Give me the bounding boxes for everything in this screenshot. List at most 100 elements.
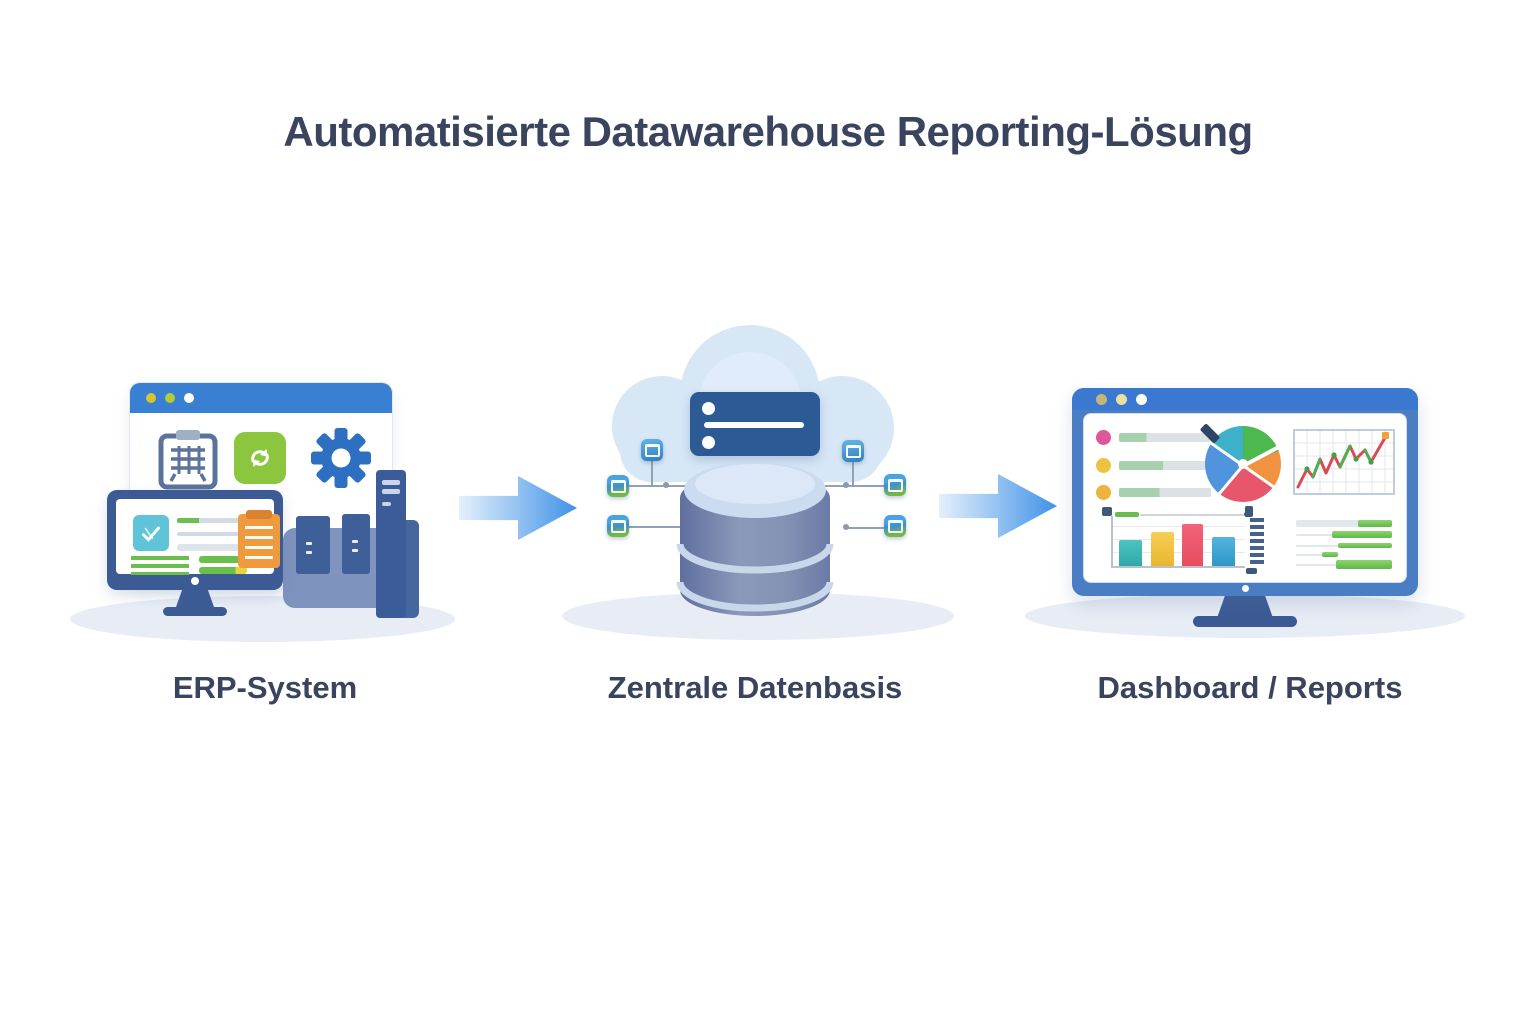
gantt-track <box>1296 520 1392 527</box>
connector-line <box>848 527 884 529</box>
check-scribble-glyph <box>142 526 160 542</box>
data-node-icon <box>884 474 906 496</box>
step-label-zentrale-datenbasis: Zentrale Datenbasis <box>607 670 903 705</box>
pie-chart-icon <box>1199 423 1282 503</box>
kpi-dot-amber <box>1096 485 1111 500</box>
tower-vent-stripe <box>382 480 400 485</box>
browser-titlebar <box>130 383 392 413</box>
server-icon <box>690 392 820 456</box>
bar-chart-y-axis <box>1111 516 1113 568</box>
orange-clipboard-icon <box>238 510 280 568</box>
kpi-dot-yellow <box>1096 458 1111 473</box>
text-lines-green <box>131 556 189 575</box>
data-node-icon <box>607 515 629 537</box>
kpi-dot-pink <box>1096 430 1111 445</box>
tower-vent-stripe <box>382 489 400 494</box>
list-ticks <box>1250 518 1264 566</box>
dashboard-illustration <box>1020 370 1480 685</box>
bar-red <box>1182 524 1203 566</box>
connector-line <box>651 461 653 487</box>
step-label-dashboard-reports: Dashboard / Reports <box>1097 670 1403 705</box>
gantt-track <box>1296 545 1340 547</box>
connector-line <box>628 485 670 487</box>
monitor-titlebar <box>1072 388 1418 410</box>
dashboard-screen <box>1083 413 1407 583</box>
clipboard-text-lines <box>245 526 273 562</box>
axis-marker <box>1102 507 1112 516</box>
server-box-icon <box>342 514 370 574</box>
pie-center-dot <box>1238 459 1248 469</box>
progress-line <box>177 532 261 536</box>
gantt-track <box>1296 564 1338 566</box>
gear-icon <box>311 428 371 488</box>
data-node-icon <box>607 475 629 497</box>
slider-bar <box>199 567 247 574</box>
connector-line <box>668 485 700 487</box>
data-node-icon <box>641 439 663 461</box>
sync-arrows-glyph <box>251 449 269 467</box>
gantt-track <box>1296 554 1324 556</box>
clipboard-grid-icon <box>158 430 218 490</box>
bar-chart-icon <box>1109 512 1249 570</box>
bar-blue <box>1212 537 1235 566</box>
progress-bars-icon <box>1296 518 1392 574</box>
connector-dot <box>843 482 849 488</box>
monitor-stand-neck <box>1217 596 1273 618</box>
server-led-dot <box>702 436 715 449</box>
slider-bar <box>199 556 271 563</box>
connector-line <box>810 485 846 487</box>
gantt-bar-green <box>1332 531 1392 538</box>
tower-vent-stripe <box>382 502 391 506</box>
kpi-progress-bar <box>1119 488 1211 497</box>
kpi-row <box>1096 430 1211 445</box>
connector-dot <box>663 482 669 488</box>
window-dot-yellow <box>146 393 156 403</box>
line-chart-icon <box>1293 429 1395 495</box>
window-dot-green <box>165 393 175 403</box>
monitor-bezel-dot <box>1242 585 1249 592</box>
database-cylinder-icon <box>676 462 834 616</box>
central-database-illustration <box>555 310 955 655</box>
kpi-row <box>1096 485 1211 500</box>
mini-progress-green <box>1115 512 1139 517</box>
connector-line <box>846 485 884 487</box>
monitor-stand-base <box>1193 616 1297 627</box>
server-led-dot <box>702 402 715 415</box>
bar-yellow <box>1151 532 1174 566</box>
bar-chart-gridline <box>1113 552 1245 553</box>
monitor-stand-neck <box>176 590 214 607</box>
bar-chart-gridline <box>1113 526 1245 527</box>
window-dot-white <box>1136 393 1147 405</box>
connector-line <box>628 526 702 528</box>
bar-chart-x-axis <box>1111 566 1245 568</box>
data-node-icon <box>842 440 864 462</box>
erp-monitor-icon <box>107 490 283 590</box>
window-dot-white <box>184 393 194 403</box>
browser-window-icon <box>130 383 392 585</box>
gantt-bar-green <box>1336 560 1392 569</box>
dashboard-monitor-icon <box>1072 388 1418 596</box>
server-tower-icon <box>376 470 406 618</box>
scroll-marker <box>1246 568 1257 574</box>
step-label-erp-system: ERP-System <box>172 670 358 705</box>
progress-line <box>177 544 261 551</box>
bar-chart-gridline <box>1113 539 1245 540</box>
diagram-title: Automatisierte Datawarehouse Reporting-L… <box>283 108 1253 155</box>
gantt-bar-green <box>1322 552 1338 557</box>
kpi-progress-bar <box>1119 433 1211 442</box>
server-drive-slot <box>704 422 804 428</box>
data-node-icon <box>884 515 906 537</box>
gantt-bar-green <box>1358 520 1392 527</box>
erp-illustration <box>70 360 470 660</box>
kpi-row <box>1096 458 1211 473</box>
mini-progress-track <box>1140 514 1244 516</box>
bar-teal <box>1119 540 1142 566</box>
monitor-bezel-dot <box>191 577 199 585</box>
task-check-icon <box>133 515 169 551</box>
server-box-icon <box>296 516 330 574</box>
connector-line <box>852 462 854 487</box>
progress-line <box>177 518 261 523</box>
connector-dot <box>843 524 849 530</box>
erp-monitor-screen <box>116 499 280 575</box>
